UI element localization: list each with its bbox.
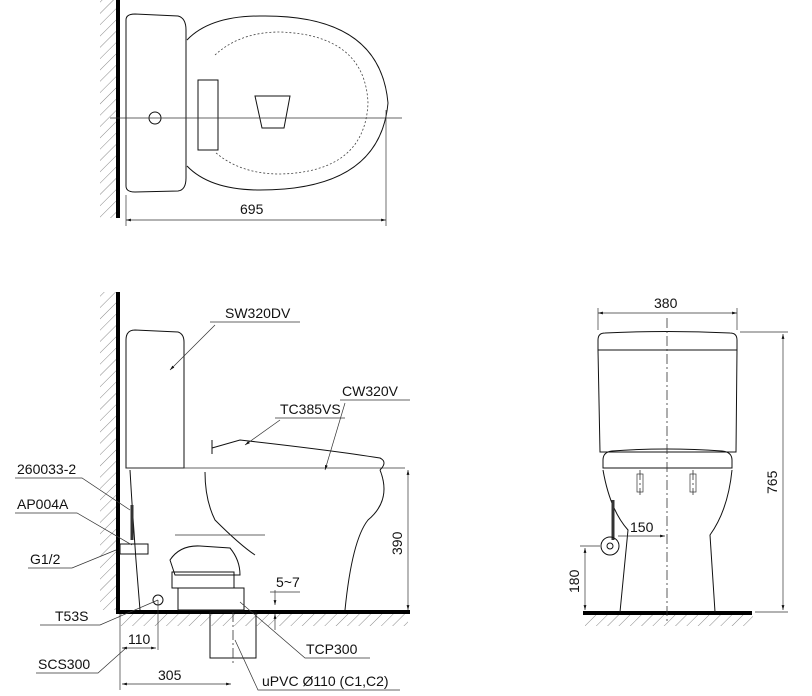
label-cap: SCS300 (38, 656, 90, 672)
bowl-back (129, 469, 141, 611)
dim-inlet-offset: 150 (630, 519, 654, 535)
floor-hatch (585, 614, 753, 626)
label-hose: 260033-2 (17, 461, 76, 477)
seat-outline (186, 15, 389, 191)
bowl-front (344, 469, 385, 611)
dim-gap: 5~7 (276, 574, 300, 590)
wall-floor-line (116, 292, 410, 614)
label-pipe: uPVC Ø110 (C1,C2) (262, 673, 389, 689)
tank-lid (597, 331, 738, 351)
label-bowl: CW320V (342, 383, 399, 399)
top-view: 695 (100, 0, 402, 226)
dim-width: 380 (654, 295, 678, 311)
bowl-outlet (254, 95, 291, 129)
front-view: 380 765 150 180 (566, 295, 788, 626)
valve-circle (600, 536, 620, 556)
dimension-length: 695 (240, 201, 264, 217)
label-bolt: T53S (55, 608, 88, 624)
wall-hatch (100, 0, 117, 218)
dim-rough-in: 305 (158, 667, 182, 683)
tank-outline (125, 329, 185, 469)
label-tank: SW320DV (225, 305, 291, 321)
dim-inlet-height: 180 (566, 569, 582, 593)
bowl-rim (214, 31, 369, 175)
label-inlet: G1/2 (30, 551, 61, 567)
label-valve: AP004A (17, 496, 69, 512)
trapway (204, 471, 256, 556)
floor-hatch (118, 612, 408, 626)
flange (177, 587, 245, 611)
hinge (197, 79, 219, 151)
tank-body (597, 349, 738, 453)
seat-band (602, 448, 733, 469)
tank-outline (125, 13, 187, 193)
angle-valve (119, 543, 149, 555)
label-flange: TCP300 (306, 641, 358, 657)
bowl-left (602, 469, 629, 613)
label-seat: TC385VS (280, 401, 341, 417)
bowl-right (709, 469, 733, 613)
side-view: SW320DV TC385VS CW320V 260033-2 AP004A G… (15, 292, 410, 691)
dim-total-height: 765 (764, 470, 780, 494)
wall-hatch (100, 292, 117, 610)
seat-outline (211, 439, 385, 471)
dim-bowl-height: 390 (389, 531, 405, 555)
dim-bolt-offset: 110 (128, 631, 151, 647)
